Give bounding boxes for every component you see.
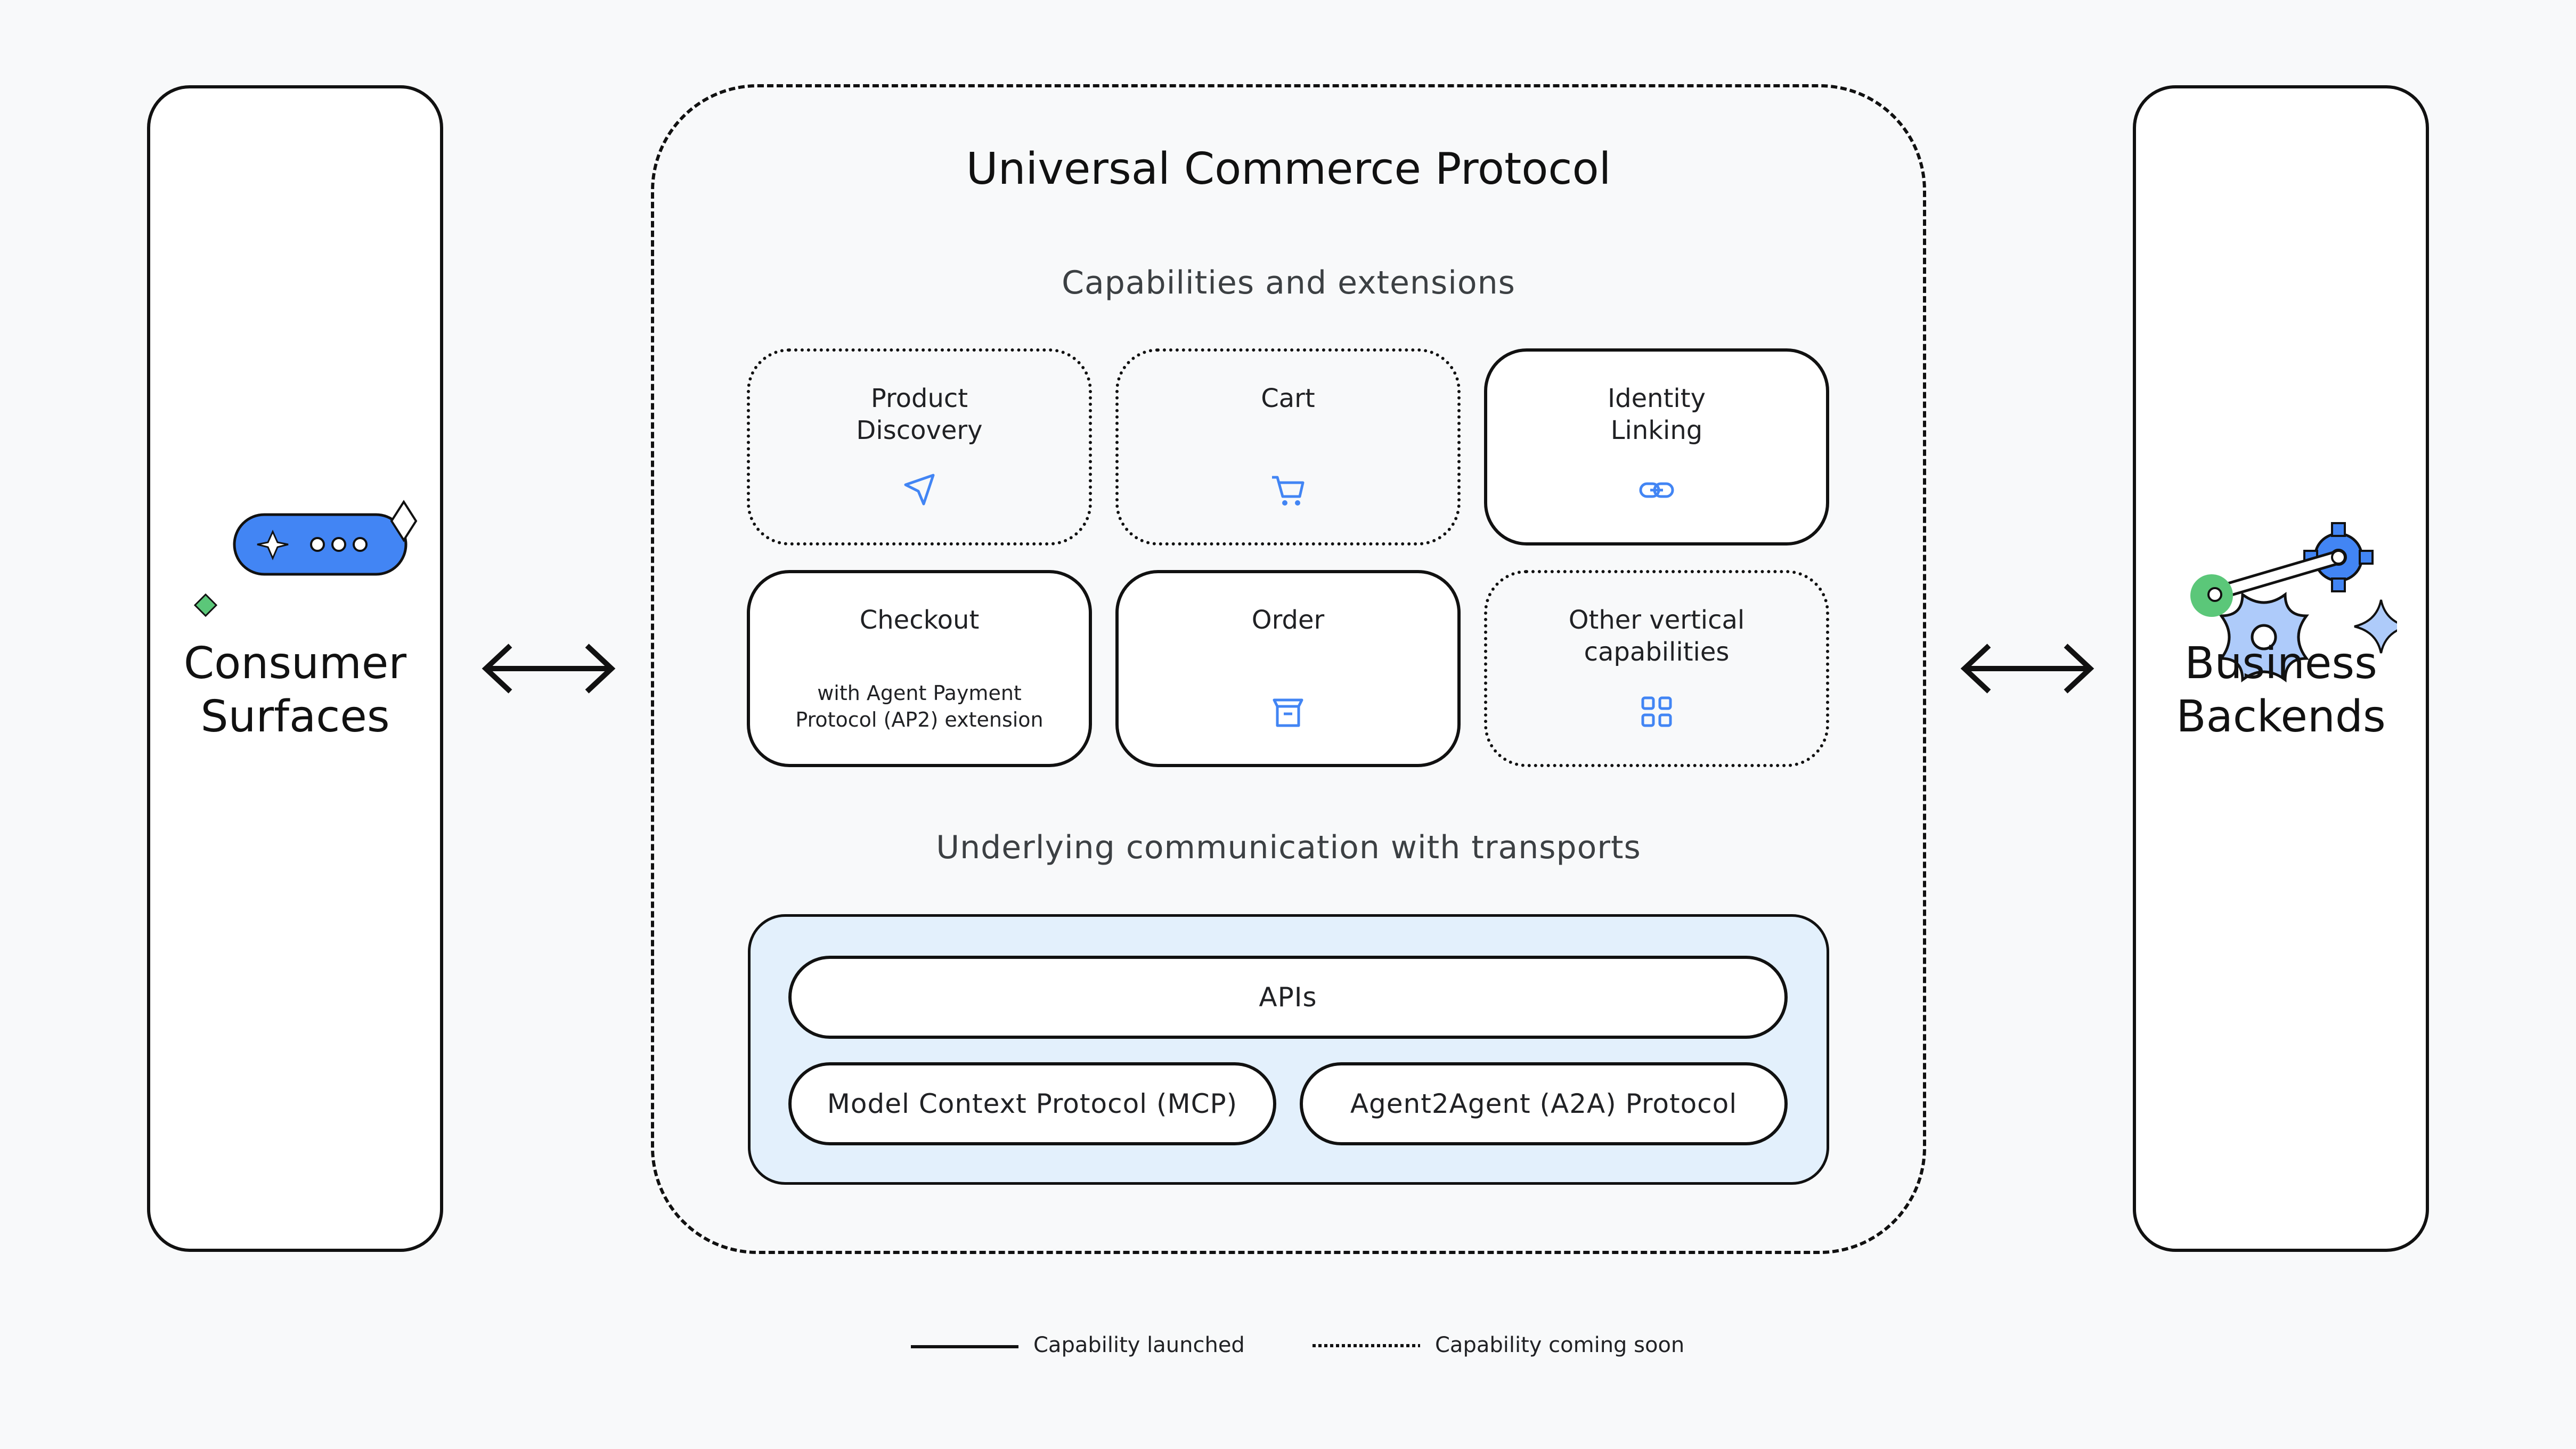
capabilities-heading: Capabilities and extensions xyxy=(1062,264,1515,302)
link-icon xyxy=(1639,482,1674,498)
bidirectional-arrow-right xyxy=(1960,644,2094,694)
chat-bubble-icon xyxy=(193,500,418,617)
legend-solid-line xyxy=(911,1345,1018,1348)
consumer-surfaces-panel: Consumer Surfaces xyxy=(147,85,443,1252)
capability-label: Product Discovery xyxy=(856,384,983,445)
bidirectional-arrow-left xyxy=(482,644,616,694)
capability-label: Order xyxy=(1251,605,1325,635)
capability-product-discovery[interactable]: Product Discovery xyxy=(747,348,1092,546)
capability-checkout[interactable]: Checkout with Agent Payment Protocol (AP… xyxy=(747,570,1092,767)
legend-dotted-line xyxy=(1313,1344,1420,1347)
cart-icon xyxy=(1272,476,1305,506)
capability-identity-linking[interactable]: Identity Linking xyxy=(1484,348,1829,546)
legend: Capability launched Capability coming so… xyxy=(0,1326,2576,1369)
transports-heading: Underlying communication with transports xyxy=(936,829,1641,866)
capability-other-vertical[interactable]: Other vertical capabilities xyxy=(1484,570,1829,767)
capability-label: Other vertical capabilities xyxy=(1568,605,1745,667)
apis-pill[interactable]: APIs xyxy=(788,956,1788,1039)
capability-label: Identity Linking xyxy=(1608,384,1706,445)
capability-label: Checkout xyxy=(859,605,980,635)
capability-cart[interactable]: Cart xyxy=(1115,348,1461,546)
business-backends-title: Business Backends xyxy=(2176,638,2386,742)
gears-icon xyxy=(2190,522,2397,682)
send-icon xyxy=(904,474,935,506)
legend-coming-soon-label: Capability coming soon xyxy=(1435,1333,1685,1357)
ucp-container xyxy=(651,84,1926,1254)
page-title: Universal Commerce Protocol xyxy=(966,144,1611,194)
consumer-surfaces-title: Consumer Surfaces xyxy=(183,638,407,742)
capability-label: Cart xyxy=(1261,384,1315,413)
grid-icon xyxy=(1641,696,1672,727)
business-backends-panel: Business Backends xyxy=(2133,85,2429,1252)
legend-launched-label: Capability launched xyxy=(1033,1333,1245,1357)
capability-order[interactable]: Order xyxy=(1115,570,1461,767)
capability-note: with Agent Payment Protocol (AP2) extens… xyxy=(795,681,1044,731)
mcp-pill[interactable]: Model Context Protocol (MCP) xyxy=(788,1062,1276,1145)
package-icon xyxy=(1273,698,1303,727)
a2a-pill[interactable]: Agent2Agent (A2A) Protocol xyxy=(1300,1062,1788,1145)
